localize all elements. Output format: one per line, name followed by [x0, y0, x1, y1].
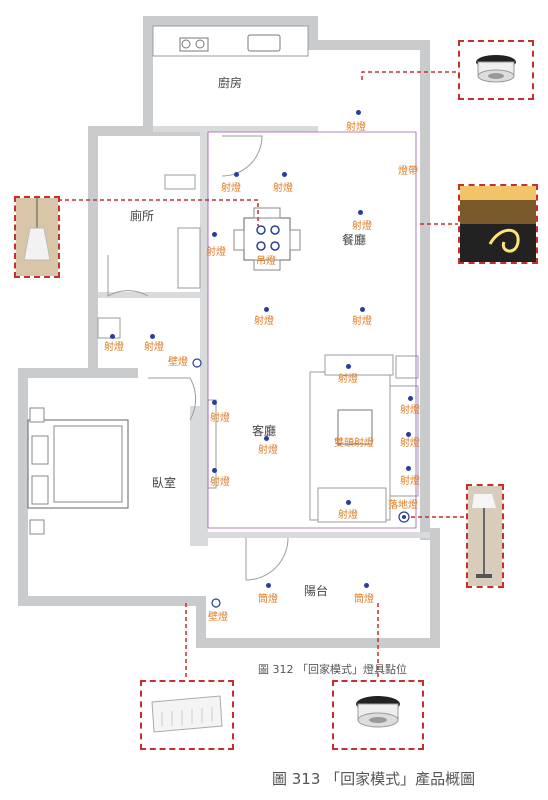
fixture-label-spot: 射燈 [273, 183, 293, 194]
marker [406, 432, 411, 437]
fixture-label-strip: 燈帶 [398, 166, 418, 177]
light-strip-thumb [458, 184, 538, 264]
pendant-lamp-thumb [14, 196, 60, 278]
marker [282, 172, 287, 177]
fixture-label-wall: 壁燈 [168, 357, 188, 368]
room-balcony: 陽台 [304, 584, 329, 598]
fixture-label-spot: 射燈 [400, 438, 420, 449]
product-downlight-thumb [332, 680, 424, 750]
fixture-label-spot: 射燈 [254, 316, 274, 327]
marker [264, 307, 269, 312]
marker [346, 364, 351, 369]
marker [234, 172, 239, 177]
fixture-label-spot: 射燈 [144, 342, 164, 353]
wall-lamp-thumb [140, 680, 234, 750]
room-bedroom: 臥室 [152, 476, 177, 490]
marker [266, 583, 271, 588]
fixture-label-spot: 射燈 [258, 445, 278, 456]
fixture-label-spot: 射燈 [338, 510, 358, 521]
figure-313-caption: 圖 313 「回家模式」產品概圖 [272, 770, 476, 788]
marker [360, 307, 365, 312]
marker [212, 468, 217, 473]
marker [356, 110, 361, 115]
fixture-label-spot: 射燈 [352, 221, 372, 232]
room-toilet: 廁所 [130, 209, 155, 223]
fixture-label-spot: 射燈 [338, 374, 358, 385]
fixture-label-downlight: 筒燈 [354, 594, 374, 605]
marker [212, 232, 217, 237]
marker [346, 500, 351, 505]
marker [264, 436, 269, 441]
marker [406, 466, 411, 471]
fixture-label-spot: 射燈 [210, 413, 230, 424]
fixture-label-spot: 射燈 [400, 405, 420, 416]
fixture-label-pendant: 吊燈 [256, 256, 276, 267]
fixture-label-double-spot: 雙頭射燈 [334, 438, 374, 449]
marker [150, 334, 155, 339]
fixture-label-spot: 射燈 [104, 342, 124, 353]
fixture-label-downlight: 筒燈 [258, 594, 278, 605]
fixture-label-spot: 射燈 [206, 247, 226, 258]
room-kitchen: 廚房 [218, 76, 243, 90]
marker [408, 396, 413, 401]
figure-312-caption: 圖 312 「回家模式」燈具點位 [258, 663, 407, 676]
fixture-label-floor: 落地燈 [388, 500, 418, 511]
fixture-label-spot: 射燈 [400, 476, 420, 487]
marker [358, 210, 363, 215]
marker [364, 583, 369, 588]
fixture-label-spot: 射燈 [221, 183, 241, 194]
fixture-label-spot: 射燈 [210, 477, 230, 488]
room-living: 客廳 [252, 424, 277, 438]
floor-lamp-thumb [466, 484, 504, 588]
marker [212, 400, 217, 405]
fixture-label-spot: 射燈 [352, 316, 372, 327]
fixture-label-wall: 壁燈 [208, 612, 228, 623]
room-dining: 餐廳 [342, 233, 367, 247]
marker [110, 334, 115, 339]
product-downlight-thumb [458, 40, 534, 100]
fixture-label-spot: 射燈 [346, 122, 366, 133]
